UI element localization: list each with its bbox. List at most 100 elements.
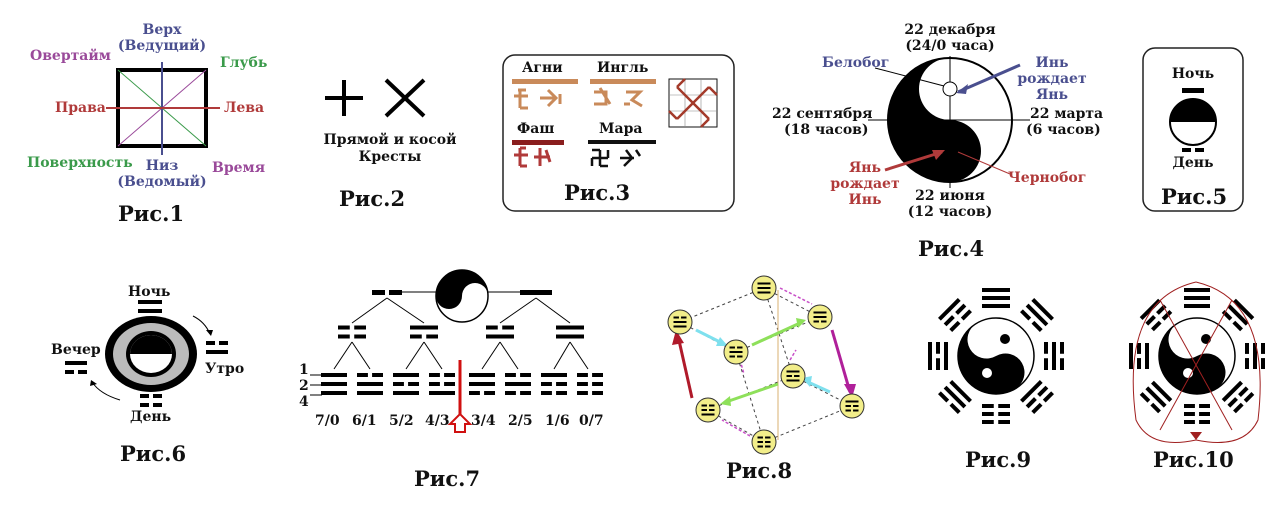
fig4-right-hours: (6 часов) [1026, 122, 1101, 138]
trigram-icon [982, 404, 1010, 424]
trigram-icon [393, 373, 419, 395]
trigram-icon [1245, 343, 1265, 369]
fig1-top-sublabel: (Ведущий) [117, 38, 207, 54]
fig7-level-1: 1 [299, 362, 309, 378]
trigram-icon [1139, 298, 1173, 332]
trigram-icon [1184, 288, 1210, 308]
fig7-ratio-3: 4/3 [425, 413, 450, 429]
trigram-icon [673, 316, 687, 328]
fig6-evening-label: Вечер [51, 342, 101, 358]
fig6-caption: Рис.6 [120, 441, 187, 466]
fig3-fash-label: Фаш [517, 121, 555, 137]
cube-node [695, 397, 721, 423]
trigram-icon [321, 373, 347, 395]
fig4-bottom-hours: (12 часов) [907, 204, 993, 220]
trigram-icon [338, 325, 366, 339]
trigram-icon [1044, 342, 1064, 370]
fig4-yan-label-1: Янь [848, 160, 882, 176]
fig4-yin-label-1: Инь [1035, 55, 1069, 71]
fig7-ratio-7: 0/7 [579, 413, 604, 429]
fig4-left-hours: (18 часов) [784, 122, 869, 138]
fig9-caption: Рис.9 [965, 447, 1032, 472]
trigram-icon [1221, 380, 1255, 414]
trigram-icon [429, 373, 455, 395]
fig4-yin-label-2: рождает [1017, 71, 1087, 87]
fig7-ratio-2: 5/2 [389, 413, 414, 429]
fig5-night-label: Ночь [1171, 66, 1215, 82]
fig7-ratio-4: 3/4 [471, 413, 496, 429]
trigram-icon [938, 298, 972, 332]
trigram-icon [729, 346, 743, 358]
trigram-icon [938, 380, 972, 414]
trigram-icon [786, 370, 800, 382]
fig4-yin-label-3: Янь [1035, 87, 1069, 103]
fig1-top-label: Верх [142, 22, 182, 38]
cube-node [780, 363, 806, 389]
trigram-icon [813, 311, 827, 323]
trigram-icon [541, 373, 567, 395]
trigram-icon [1139, 380, 1173, 414]
trigram-icon [1184, 404, 1210, 424]
trigram-icon [1221, 298, 1255, 332]
trigram-icon [1020, 380, 1054, 414]
fig7-level-3: 4 [299, 394, 309, 410]
fig4-chernobog-label: Чернобог [1008, 170, 1087, 186]
fig1-topleft-label: Овертайм [30, 48, 111, 64]
fig4-left-date: 22 сентября [772, 106, 873, 122]
cube-node [751, 429, 777, 455]
trigram-icon [469, 373, 495, 395]
fig6-day-label: День [130, 409, 172, 425]
trigram-icon [505, 373, 531, 395]
fig1-topright-label: Глубь [220, 55, 268, 71]
trigram-icon [928, 342, 948, 370]
trigram-icon [757, 282, 771, 294]
fig4-right-date: 22 марта [1030, 106, 1104, 122]
fig8-caption: Рис.8 [726, 458, 793, 483]
fig1-bottomleft-label: Поверхность [27, 155, 133, 171]
fig4-belobog-label: Белобог [822, 55, 890, 71]
trigram-icon [577, 373, 603, 395]
fig4-bottom-date: 22 июня [915, 188, 985, 204]
fig3-agni-label: Агни [522, 60, 563, 76]
fig4-caption: Рис.4 [918, 236, 985, 261]
fig7-ratio-1: 6/1 [352, 413, 377, 429]
fig7-ratio-5: 2/5 [508, 413, 533, 429]
fig4-top-date: 22 декабря [904, 22, 996, 38]
fig2-caption: Рис.2 [339, 186, 406, 211]
fig1-bottom-label: Низ [145, 158, 179, 174]
trigram-icon [556, 325, 584, 339]
fig4-yan-label-3: Инь [848, 192, 882, 208]
fig4-yan-label-2: рождает [830, 176, 900, 192]
fig6-morning-label: Утро [205, 361, 245, 377]
fig1-left-label: Права [55, 100, 106, 116]
fig1-caption: Рис.1 [118, 201, 185, 226]
trigram-icon [701, 404, 715, 416]
fig3-mara-label: Мара [599, 121, 643, 137]
fig3-ingl-label: Ингль [597, 60, 649, 76]
cube-node [839, 393, 865, 419]
fig7-ratio-0: 7/0 [315, 413, 340, 429]
trigram-icon [1129, 343, 1149, 369]
trigram-icon [845, 400, 859, 412]
fig6-night-label: Ночь [128, 284, 171, 300]
trigram-icon [357, 373, 383, 395]
fig1-bottomright-label: Время [212, 160, 266, 176]
trigram-icon [410, 325, 438, 339]
fig7-ratio-6: 1/6 [545, 413, 570, 429]
fig4-top-hours: (24/0 часа) [905, 38, 995, 54]
fig2-text-line1: Прямой и косой [323, 132, 457, 148]
trigram-icon [757, 436, 771, 448]
trigram-icon [982, 288, 1010, 308]
fig5-day-label: День [1172, 155, 1214, 171]
fig2-text-line2: Кресты [358, 149, 422, 165]
fig1-bottom-sublabel: (Ведомый) [117, 174, 207, 190]
